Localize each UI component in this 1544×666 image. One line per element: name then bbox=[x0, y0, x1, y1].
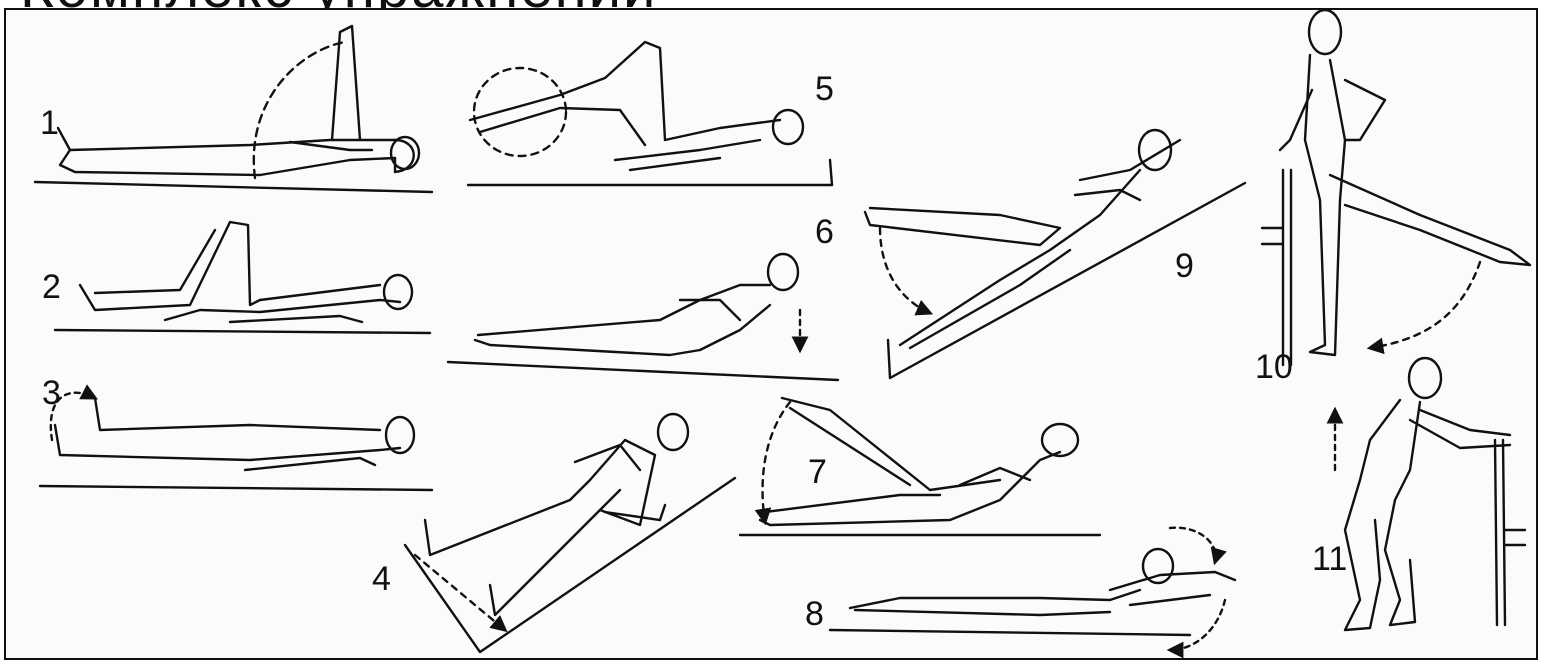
exercise-number: 7 bbox=[808, 453, 827, 491]
squat-with-support-figure bbox=[1335, 358, 1525, 630]
straight-leg-raise-figure bbox=[35, 26, 432, 192]
upper-body-lift-figure bbox=[448, 254, 838, 380]
standing-leg-swing-figure bbox=[1262, 10, 1530, 365]
leg-circle-figure bbox=[468, 42, 832, 185]
prone-back-extension-figure bbox=[830, 528, 1235, 650]
exercise-number: 5 bbox=[815, 70, 834, 108]
exercise-number: 3 bbox=[42, 374, 61, 412]
exercise-number: 2 bbox=[42, 268, 61, 306]
exercise-number: 8 bbox=[805, 595, 824, 633]
exercise-number: 4 bbox=[372, 560, 391, 598]
exercise-number: 10 bbox=[1255, 348, 1293, 386]
exercise-number: 6 bbox=[815, 213, 834, 251]
knee-bend-figure bbox=[55, 222, 430, 333]
exercise-number: 1 bbox=[40, 104, 59, 142]
exercise-number: 11 bbox=[1312, 540, 1347, 578]
leg-abduction-figure bbox=[405, 414, 735, 652]
exercise-number: 9 bbox=[1175, 247, 1194, 285]
side-leg-raise-figure bbox=[740, 398, 1100, 535]
ankle-flex-figure bbox=[40, 393, 432, 490]
